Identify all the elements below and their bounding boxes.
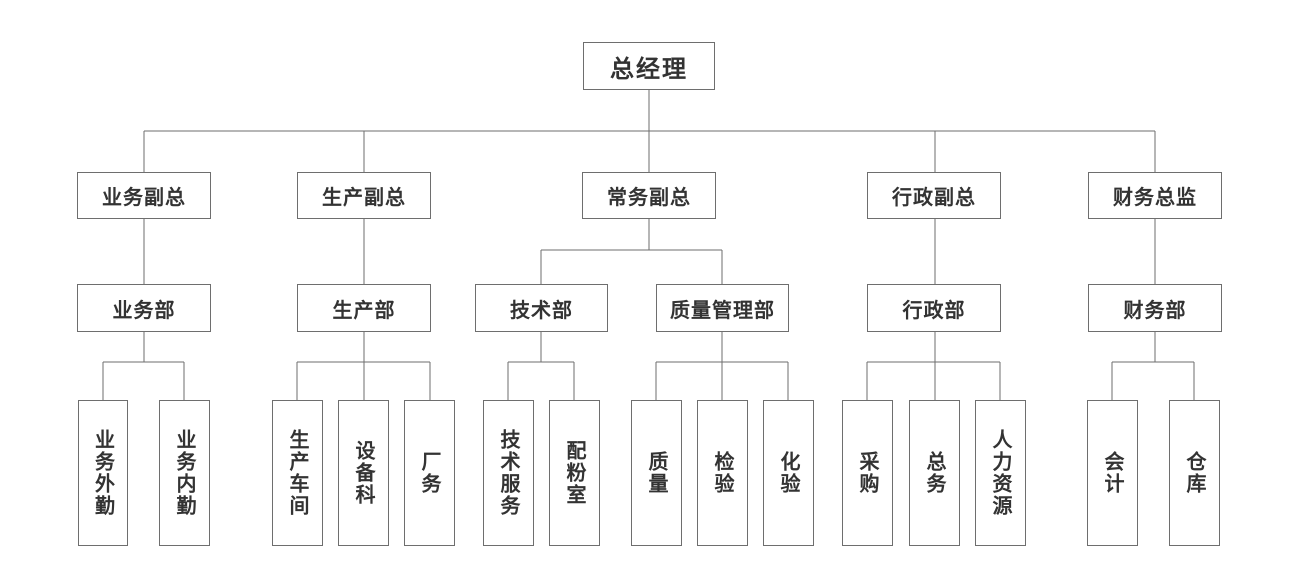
- node-unit-factory-affairs: 厂务: [404, 400, 455, 546]
- node-vp-business: 业务副总: [77, 172, 211, 219]
- node-vp-executive: 常务副总: [582, 172, 716, 219]
- node-unit-field-sales: 业务外勤: [78, 400, 128, 546]
- node-unit-technical-service: 技术服务: [483, 400, 534, 546]
- node-unit-equipment-section: 设备科: [338, 400, 389, 546]
- node-dept-technology: 技术部: [475, 284, 608, 332]
- node-unit-inspection: 检验: [697, 400, 748, 546]
- node-dept-business: 业务部: [77, 284, 211, 332]
- node-cfo: 财务总监: [1088, 172, 1222, 219]
- node-unit-accounting: 会计: [1087, 400, 1138, 546]
- node-dept-production: 生产部: [297, 284, 431, 332]
- node-unit-lab-test: 化验: [763, 400, 814, 546]
- node-unit-office-sales: 业务内勤: [159, 400, 210, 546]
- node-general-manager: 总经理: [583, 42, 715, 90]
- node-vp-production: 生产副总: [297, 172, 431, 219]
- node-vp-administration: 行政副总: [867, 172, 1001, 219]
- node-unit-human-resources: 人力资源: [975, 400, 1026, 546]
- node-unit-purchasing: 采购: [842, 400, 893, 546]
- node-unit-warehouse: 仓库: [1169, 400, 1220, 546]
- node-unit-quality: 质量: [631, 400, 682, 546]
- node-unit-production-workshop: 生产车间: [272, 400, 323, 546]
- node-dept-quality-management: 质量管理部: [656, 284, 789, 332]
- node-unit-powder-room: 配粉室: [549, 400, 600, 546]
- node-dept-administration: 行政部: [867, 284, 1001, 332]
- node-dept-finance: 财务部: [1088, 284, 1222, 332]
- node-unit-general-affairs: 总务: [909, 400, 960, 546]
